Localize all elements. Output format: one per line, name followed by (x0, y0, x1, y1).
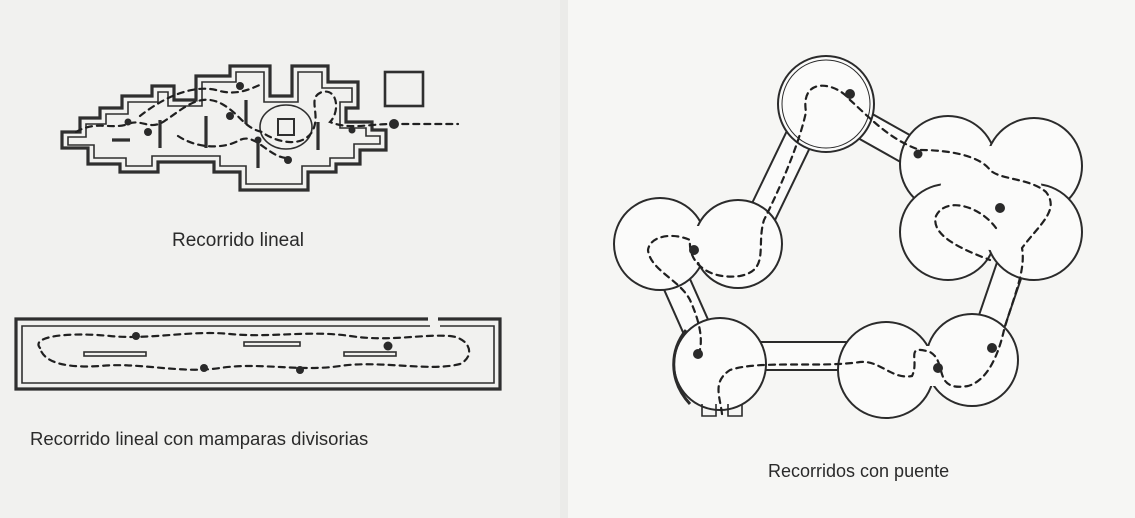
detached-pavilion (383, 70, 425, 108)
caption-partitions: Recorrido lineal con mamparas divisorias (30, 428, 369, 449)
caption-bridge: Recorridos con puente (768, 461, 950, 481)
caption-linear: Recorrido lineal (172, 230, 305, 251)
linear-plan-walls (60, 64, 388, 192)
central-plinth (277, 118, 295, 136)
partition-route-plan (14, 317, 502, 391)
partition-route-path (37, 331, 471, 371)
bridge-route-plan (613, 55, 1083, 419)
linear-route-path (74, 90, 460, 144)
visitor-figures-bridge (689, 89, 1005, 373)
bridge-rooms (613, 55, 1083, 419)
central-court (259, 104, 313, 150)
visitor-figures-linear (124, 82, 399, 164)
visitor-figures-partitions (132, 332, 393, 374)
linear-route-plan (60, 64, 460, 192)
left-sheet (0, 0, 560, 518)
partition-hall-walls (14, 317, 502, 391)
